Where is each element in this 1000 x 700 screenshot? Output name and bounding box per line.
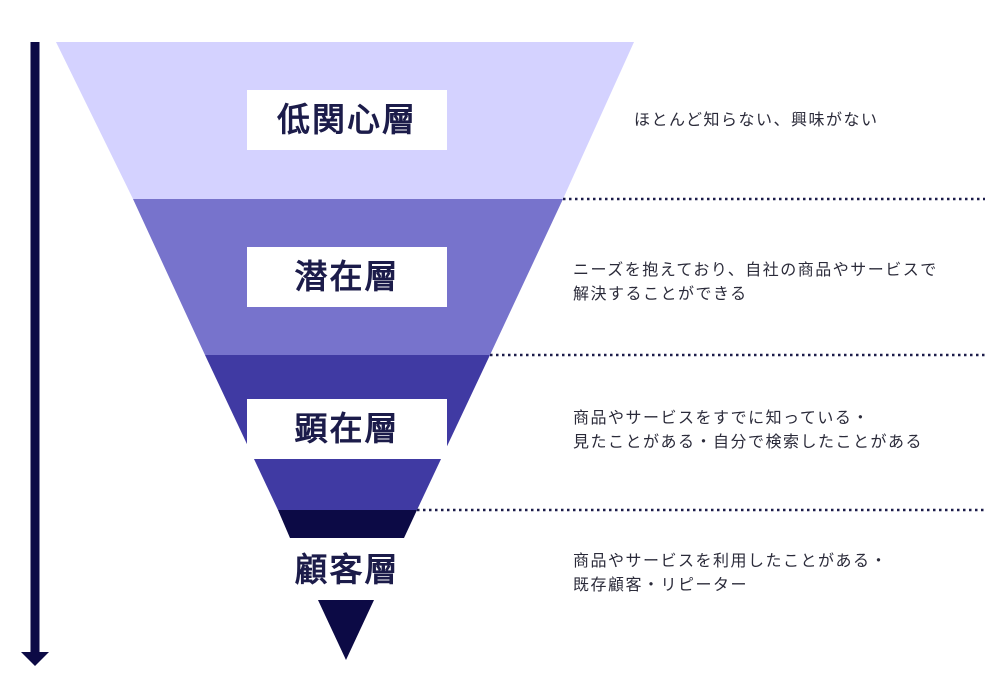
layer-description-manifest: 商品やサービスをすでに知っている・ 見たことがある・自分で検索したことがある: [573, 406, 923, 454]
description-line: 既存顧客・リピーター: [573, 575, 749, 594]
description-line: ニーズを抱えており、自社の商品やサービスで: [573, 260, 938, 279]
layer-description-low-interest: ほとんど知らない、興味がない: [634, 108, 879, 132]
layer-label-manifest: 顕在層: [247, 399, 447, 459]
layer-description-customer: 商品やサービスを利用したことがある・ 既存顧客・リピーター: [573, 549, 888, 597]
description-line: 解決することができる: [573, 284, 748, 303]
description-line: ほとんど知らない、興味がない: [634, 110, 879, 129]
funnel-band-customer-tip: [318, 600, 374, 660]
description-line: 見たことがある・自分で検索したことがある: [573, 432, 924, 451]
funnel-band-customer-top: [278, 510, 417, 538]
description-line: 商品やサービスを利用したことがある・: [573, 551, 889, 570]
layer-label-low-interest: 低関心層: [247, 90, 447, 150]
description-line: 商品やサービスをすでに知っている・: [573, 408, 870, 427]
layer-label-customer: 顧客層: [294, 550, 400, 589]
layer-label-latent: 潜在層: [247, 247, 447, 307]
layer-description-latent: ニーズを抱えており、自社の商品やサービスで 解決することができる: [573, 258, 938, 306]
depth-arrow-head: [21, 652, 49, 666]
